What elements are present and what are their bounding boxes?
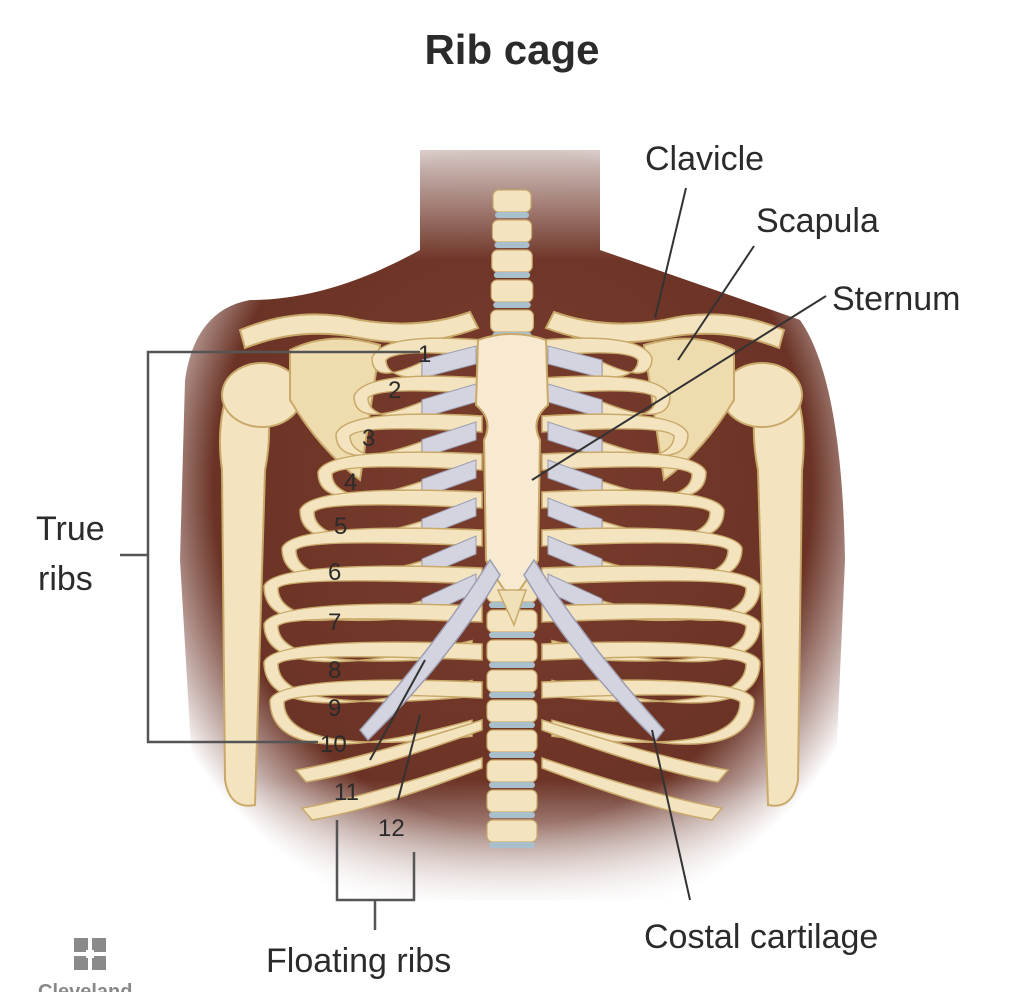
cleveland-clinic-logo bbox=[74, 938, 106, 970]
rib-number-3: 3 bbox=[362, 425, 375, 452]
scapula-label: Scapula bbox=[756, 202, 879, 240]
vertebra bbox=[490, 309, 535, 333]
rib-6-right bbox=[541, 527, 743, 581]
intervertebral-disc bbox=[489, 692, 535, 698]
rib-4-left bbox=[317, 451, 483, 500]
intervertebral-disc bbox=[493, 302, 531, 308]
vertebra bbox=[486, 759, 538, 783]
intervertebral-disc bbox=[489, 782, 535, 788]
clavicle-label: Clavicle bbox=[645, 140, 764, 178]
scapula-leader bbox=[677, 245, 755, 361]
right-costal-arch bbox=[523, 558, 665, 742]
rib-10-right bbox=[541, 679, 755, 745]
rib-number-8: 8 bbox=[328, 657, 341, 684]
right-scapula bbox=[642, 337, 735, 482]
vertebra bbox=[491, 249, 533, 273]
intervertebral-disc bbox=[489, 632, 535, 638]
floating-rib-11-left bbox=[294, 718, 483, 783]
intervertebral-disc bbox=[495, 212, 529, 218]
vertebra bbox=[486, 669, 538, 693]
rib-number-2: 2 bbox=[388, 377, 401, 404]
rib-6-left bbox=[281, 527, 483, 581]
xiphoid-process bbox=[496, 589, 528, 628]
clavicle-leader bbox=[654, 187, 687, 319]
vertebra bbox=[486, 699, 538, 723]
rib-7-right bbox=[541, 565, 761, 622]
rib-number-12: 12 bbox=[378, 815, 405, 842]
vertebra bbox=[492, 189, 532, 213]
true-ribs-bracket bbox=[120, 350, 420, 744]
vertebra bbox=[486, 789, 538, 813]
sternum-leader bbox=[531, 295, 827, 481]
rib-number-7: 7 bbox=[328, 609, 341, 636]
brand-name: Cleveland bbox=[38, 981, 132, 992]
floating-ribs-label: Floating ribs bbox=[266, 942, 451, 980]
vertebra bbox=[486, 729, 538, 753]
floating-rib-11-right bbox=[541, 718, 730, 783]
rib-10-left bbox=[269, 679, 483, 745]
floating-rib-11-leader bbox=[369, 659, 426, 761]
right-humerus bbox=[721, 362, 805, 807]
true-ribs-label-line1: True bbox=[36, 510, 105, 548]
rib-4-right bbox=[541, 451, 707, 500]
diagram-title: Rib cage bbox=[424, 26, 599, 73]
true-ribs-label-line2: ribs bbox=[38, 560, 93, 598]
rib-number-6: 6 bbox=[328, 559, 341, 586]
intervertebral-disc bbox=[489, 752, 535, 758]
rib-7-left bbox=[263, 565, 483, 622]
vertebra bbox=[491, 219, 533, 243]
costal-cartilage-leader bbox=[651, 729, 691, 901]
intervertebral-disc bbox=[489, 812, 535, 818]
rib-numbers: 1 2 3 4 5 6 7 8 9 10 11 12 bbox=[320, 341, 431, 842]
intervertebral-disc bbox=[489, 662, 535, 668]
rib-number-1: 1 bbox=[418, 341, 431, 368]
intervertebral-disc bbox=[493, 272, 531, 278]
rib-number-5: 5 bbox=[334, 513, 347, 540]
intervertebral-disc bbox=[494, 242, 530, 248]
floating-rib-12-leader bbox=[397, 714, 421, 801]
rib-number-10: 10 bbox=[320, 731, 347, 758]
vertebra bbox=[486, 819, 538, 843]
vertebra bbox=[486, 639, 538, 663]
sternum-label: Sternum bbox=[832, 280, 961, 318]
floating-rib-12-left bbox=[300, 756, 483, 821]
rib-5-left bbox=[299, 489, 483, 540]
rib-number-4: 4 bbox=[344, 469, 357, 496]
floating-ribs-bracket bbox=[335, 820, 416, 930]
sternum bbox=[474, 333, 550, 602]
leader-lines bbox=[369, 187, 827, 901]
left-costal-arch bbox=[359, 558, 501, 742]
intervertebral-disc bbox=[489, 842, 535, 848]
rib-number-9: 9 bbox=[328, 695, 341, 722]
rib-3-right bbox=[541, 413, 689, 460]
rib-5-right bbox=[541, 489, 725, 540]
costal-cartilage-label: Costal cartilage bbox=[644, 918, 878, 956]
left-scapula bbox=[289, 337, 382, 482]
intervertebral-disc bbox=[489, 722, 535, 728]
rib-3-left bbox=[335, 413, 483, 460]
rib-number-11: 11 bbox=[334, 779, 359, 806]
floating-rib-12-right bbox=[541, 756, 724, 821]
vertebra bbox=[490, 279, 534, 303]
